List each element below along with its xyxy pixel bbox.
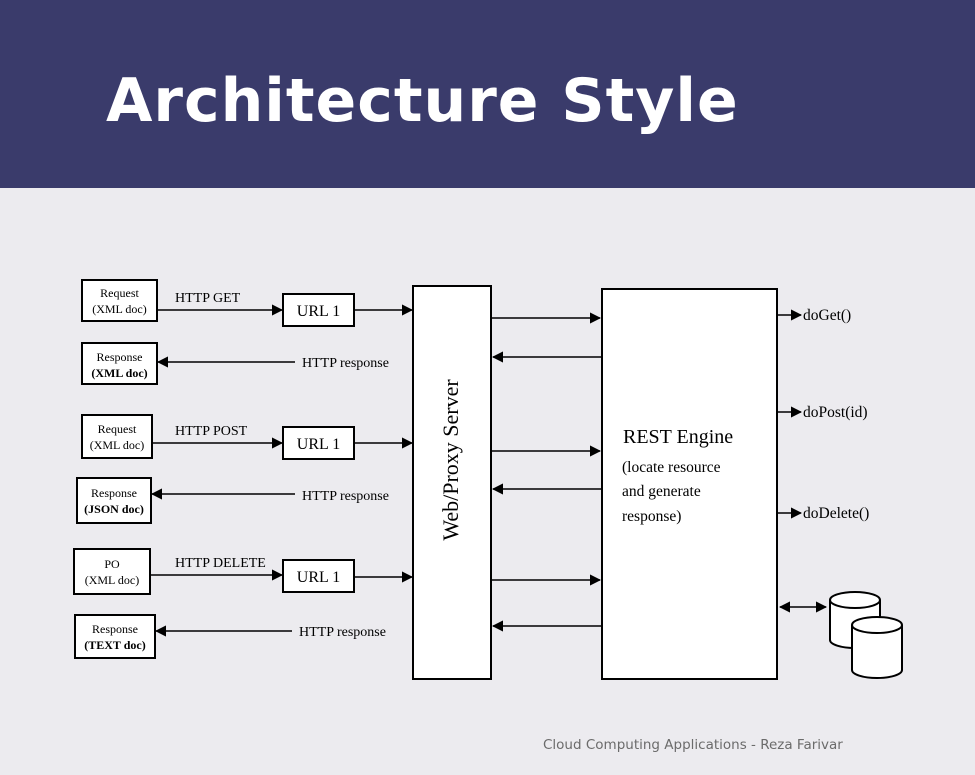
url-box-3: URL 1 [282, 559, 355, 593]
svg-text:Web/Proxy Server: Web/Proxy Server [438, 379, 463, 541]
method-dodelete: doDelete() [778, 505, 869, 522]
response-arrow-2: HTTP response [150, 488, 389, 504]
footer-credit: Cloud Computing Applications - Reza Fari… [543, 737, 843, 753]
svg-text:HTTP POST: HTTP POST [175, 424, 248, 439]
svg-text:HTTP GET: HTTP GET [175, 291, 241, 306]
svg-text:HTTP response: HTTP response [302, 356, 389, 371]
svg-text:(TEXT doc): (TEXT doc) [84, 638, 145, 652]
svg-text:doPost(id): doPost(id) [803, 404, 868, 421]
svg-text:(XML doc): (XML doc) [90, 438, 145, 452]
svg-text:(XML doc): (XML doc) [92, 302, 147, 316]
svg-text:URL 1: URL 1 [297, 303, 340, 320]
request-arrow-get: HTTP GET [158, 291, 284, 316]
request-arrow-delete: HTTP DELETE [151, 556, 284, 581]
client-response-text: Response (TEXT doc) [74, 614, 156, 659]
url-box-1: URL 1 [282, 293, 355, 327]
request-arrow-post: HTTP POST [153, 424, 284, 449]
svg-text:Response: Response [91, 486, 137, 500]
svg-text:and generate: and generate [622, 483, 701, 500]
response-arrow-3: HTTP response [154, 625, 386, 640]
response-arrow-1: HTTP response [156, 356, 389, 371]
database-icon [829, 591, 903, 679]
client-response-xml: Response (XML doc) [81, 342, 158, 385]
client-response-json: Response (JSON doc) [76, 477, 152, 524]
web-proxy-server: Web/Proxy Server [412, 285, 492, 680]
svg-text:(XML doc): (XML doc) [91, 366, 147, 380]
svg-text:Response: Response [97, 350, 143, 364]
rest-engine: REST Engine (locate resource and generat… [601, 288, 778, 680]
svg-text:(locate resource: (locate resource [622, 459, 721, 476]
client-request-get: Request (XML doc) [81, 279, 158, 322]
client-po: PO (XML doc) [73, 548, 151, 595]
svg-text:Request: Request [98, 422, 137, 436]
svg-text:doDelete(): doDelete() [803, 505, 869, 522]
method-doget: doGet() [778, 307, 851, 324]
svg-text:URL 1: URL 1 [297, 569, 340, 586]
svg-text:PO: PO [104, 557, 120, 571]
svg-text:HTTP response: HTTP response [299, 625, 386, 640]
svg-text:URL 1: URL 1 [297, 436, 340, 453]
svg-text:doGet(): doGet() [803, 307, 851, 324]
method-dopost: doPost(id) [778, 404, 868, 421]
url-box-2: URL 1 [282, 426, 355, 460]
title-banner: Architecture Style [0, 0, 975, 188]
svg-text:HTTP response: HTTP response [302, 489, 389, 504]
slide-title: Architecture Style [106, 66, 739, 136]
svg-text:REST Engine: REST Engine [623, 426, 733, 448]
svg-text:(XML doc): (XML doc) [85, 573, 140, 587]
svg-text:Response: Response [92, 622, 138, 636]
svg-text:HTTP DELETE: HTTP DELETE [175, 556, 266, 571]
svg-text:Request: Request [100, 286, 139, 300]
client-request-post: Request (XML doc) [81, 414, 153, 459]
svg-text:response): response) [622, 508, 681, 525]
svg-text:(JSON doc): (JSON doc) [84, 502, 144, 516]
